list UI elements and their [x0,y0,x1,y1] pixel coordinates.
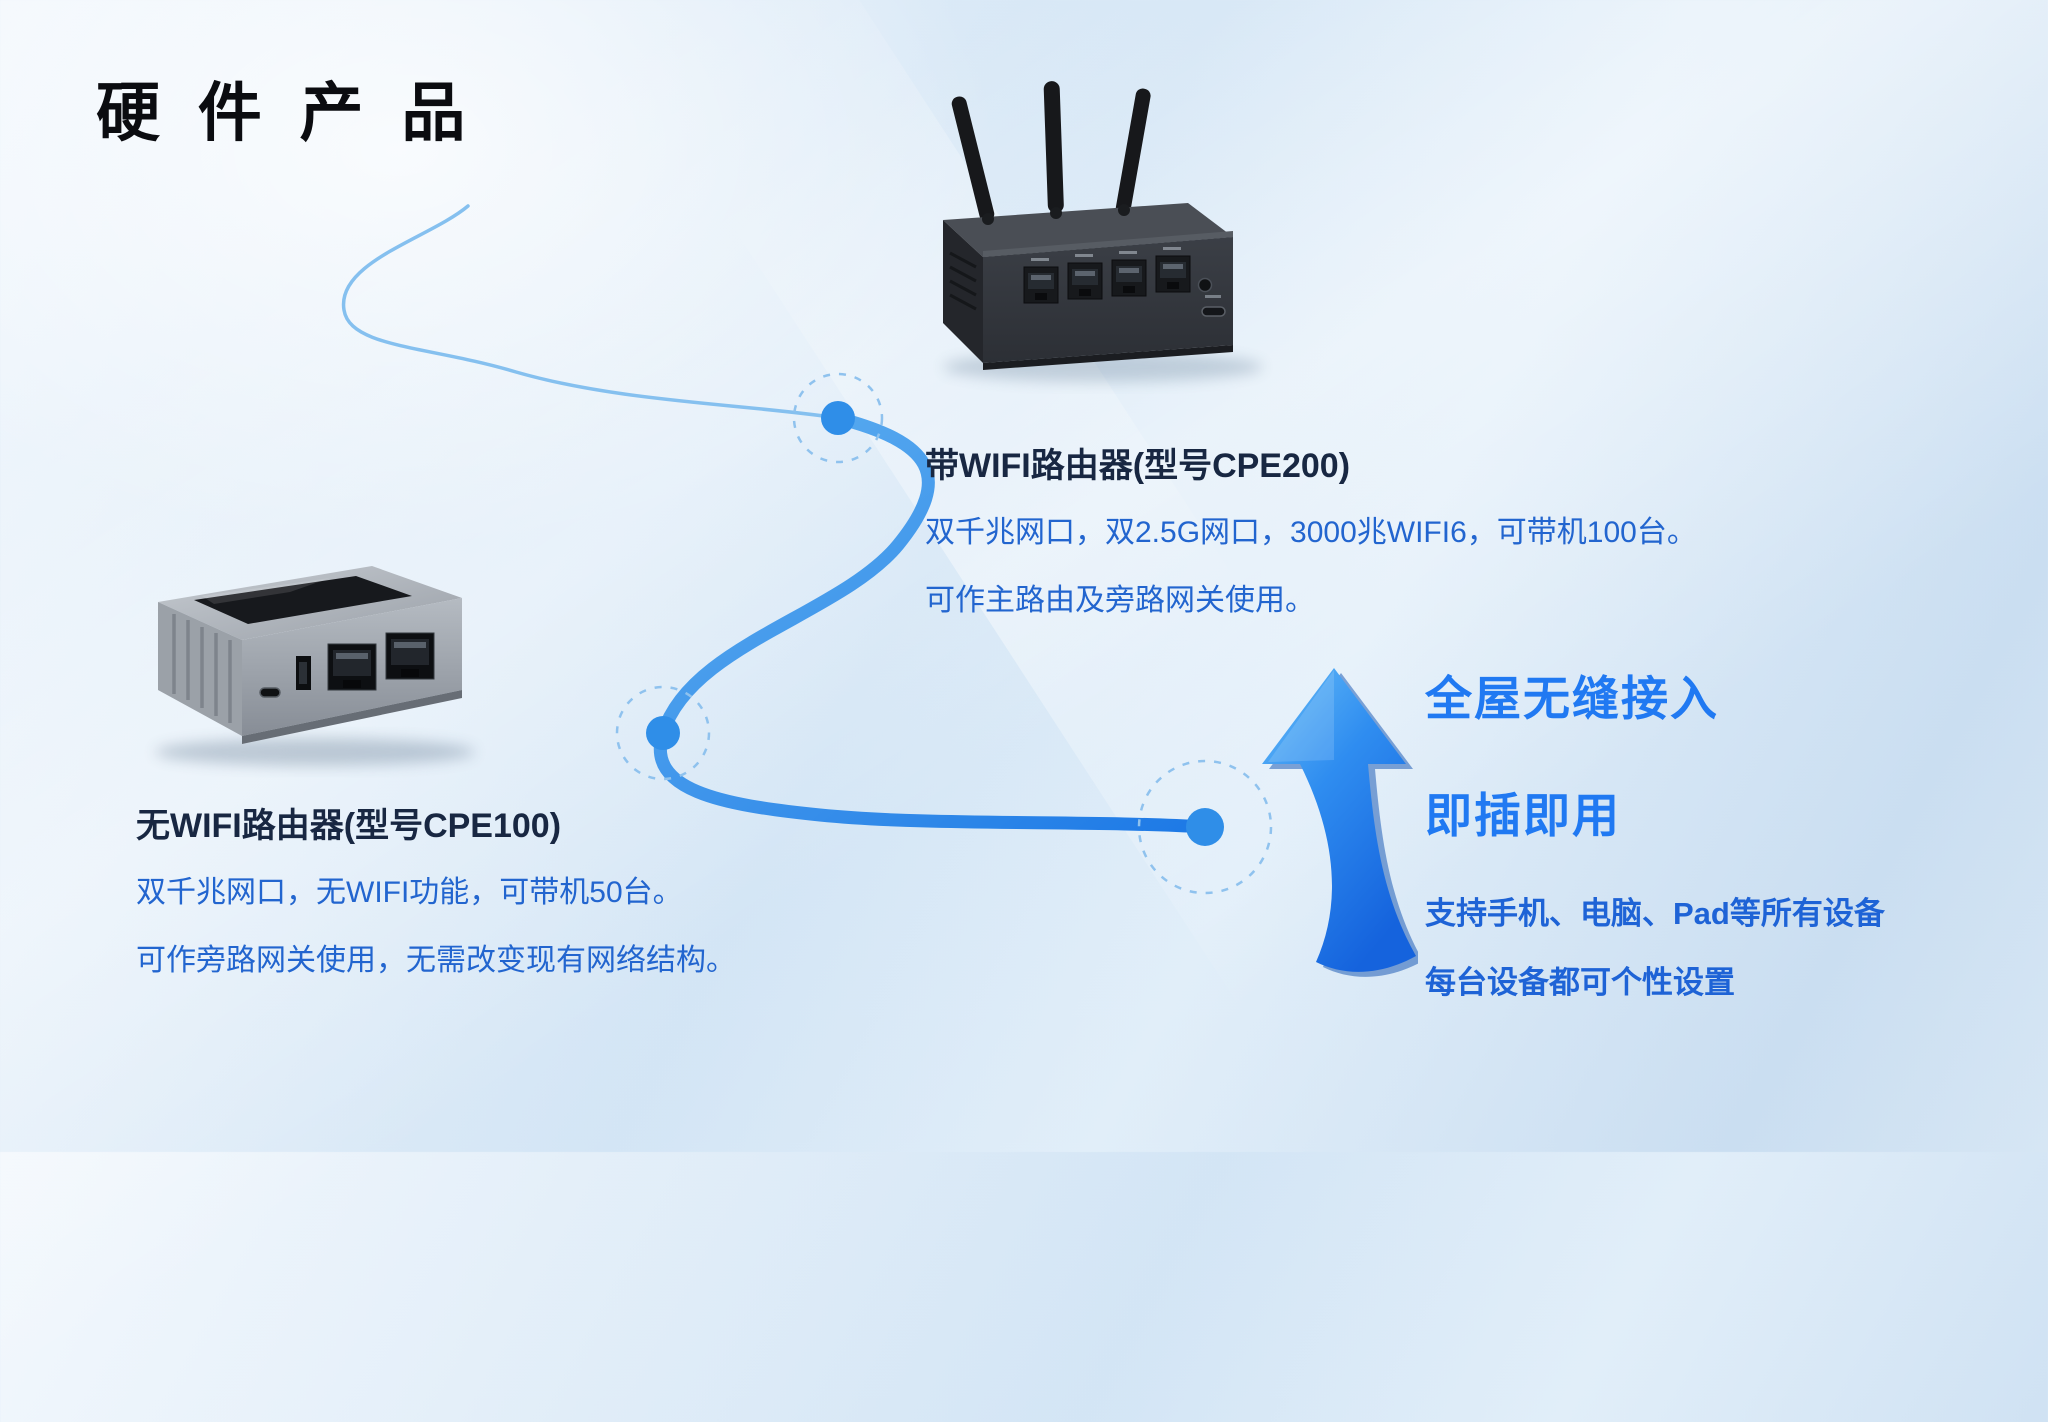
feature-headline-2: 即插即用 [1425,789,1621,842]
antenna-mount [1118,204,1130,216]
connector-node-dot [646,716,680,750]
reset-button-icon [1197,277,1213,293]
product-name-cpe100: 无WIFI路由器(型号CPE100) [136,807,562,845]
device-screen-panel [194,576,412,624]
usbc-port-icon [259,687,281,698]
ethernet-port-icon [1155,247,1191,293]
product-desc-line: 可作主路由及旁路网关使用。 [925,584,1315,617]
device-left-face [158,602,242,736]
product-caption-cpe100: 无WIFI路由器(型号CPE100) 双千兆网口，无WIFI功能，可带机50台。… [136,798,896,1003]
feature-line-1: 支持手机、电脑、Pad等所有设备 [1425,896,1885,931]
connector-node-dashed-ring [1137,759,1273,895]
up-arrow-icon [1262,668,1423,977]
background-glow [0,0,1000,550]
feature-headline-1: 全屋无缝接入 [1425,672,1719,725]
vent-slit [949,279,977,297]
router-cpe200-illustration [888,55,1308,400]
product-desc-line: 双千兆网口，双2.5G网口，3000兆WIFI6，可带机100台。 [925,516,1697,549]
connector-node-dashed-ring [792,372,884,464]
device-top-face [943,203,1233,257]
device-front-face [983,237,1233,363]
vent-slit [949,251,977,269]
vent-slit [949,293,977,311]
product-desc-line: 可作旁路网关使用，无需改变现有网络结构。 [136,944,736,977]
connector-line-svg [342,204,1273,895]
device-bottom-edge [983,345,1233,370]
arrow-highlight [1268,670,1334,762]
ethernet-port-icon [327,643,377,691]
feature-text-block: 全屋无缝接入 即插即用 支持手机、电脑、Pad等所有设备 每台设备都可个性设置 [1425,660,2005,1026]
device-top-bevel [983,231,1233,257]
device-shadow [155,738,475,766]
connector-thin-squiggle [342,204,840,420]
up-arrow-illustration [1258,660,1423,995]
connector-node-dashed-ring [615,685,711,781]
router-with-antennas-icon [943,81,1263,382]
ethernet-port-icon [385,632,435,680]
port-label [1205,295,1221,298]
ethernet-port-icon [1023,258,1059,304]
ethernet-port-icon [1111,251,1147,297]
router-cpe100-illustration [130,540,490,785]
antenna-mount [982,213,994,225]
arrow-body [1262,668,1416,972]
product-caption-cpe200: 带WIFI路由器(型号CPE200) 双千兆网口，双2.5G网口，3000兆WI… [925,438,1785,643]
usbc-port-icon [1201,306,1226,317]
device-bottom-edge [242,690,462,744]
screen-glare [202,578,330,604]
ethernet-port-icon [1067,254,1103,300]
product-desc-line: 双千兆网口，无WIFI功能，可带机50台。 [136,876,683,909]
page-title: 硬 件 产 品 [96,77,476,149]
antenna-mount [1050,207,1062,219]
feature-line-2: 每台设备都可个性设置 [1425,965,1735,1000]
vent-slit [949,265,977,283]
connector-node-dot [1186,808,1224,846]
usba-port-icon [296,656,311,690]
antenna-icon [951,81,1151,222]
router-no-antennas-icon [155,566,475,766]
connector-node-dot [821,401,855,435]
product-name-cpe200: 带WIFI路由器(型号CPE200) [925,447,1351,485]
